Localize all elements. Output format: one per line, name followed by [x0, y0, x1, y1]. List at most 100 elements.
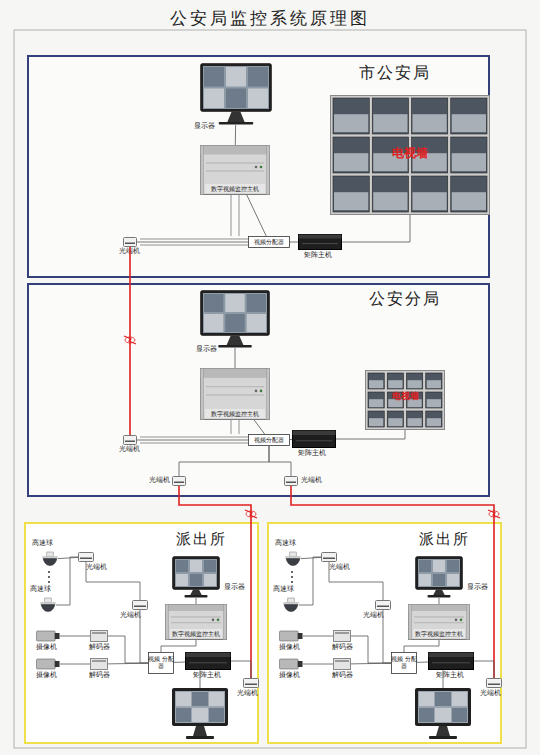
host-led	[260, 166, 263, 169]
wall-screen-image	[369, 418, 383, 426]
optic-case	[79, 553, 94, 562]
wall-screen	[451, 98, 487, 134]
device-label: 高速球	[273, 586, 294, 593]
device-label: 显示器	[194, 123, 215, 130]
matrix-case	[429, 653, 474, 670]
device-label: 光端机	[363, 612, 384, 619]
decoder-case	[334, 631, 351, 642]
host-case	[201, 369, 270, 420]
monitor-stand	[433, 590, 445, 596]
wall-screen-image	[388, 380, 402, 388]
monitor-frame	[201, 64, 272, 112]
optic-slot	[134, 606, 146, 608]
monitor-base	[218, 345, 252, 348]
splitter-label: 视频分配器	[248, 437, 290, 443]
monitor-screen	[203, 66, 269, 109]
splitter-case	[249, 237, 290, 248]
device-icon	[132, 600, 148, 610]
wall-screen-image	[452, 153, 486, 171]
wall-screen	[372, 98, 408, 134]
monitor-cell	[176, 560, 188, 572]
dome-mount	[288, 598, 294, 602]
optical-transceiver-node: 光端机	[284, 476, 298, 486]
device-label: 高速球	[32, 540, 53, 547]
monitor-cell	[247, 314, 266, 332]
dome-ball	[43, 557, 57, 566]
host-ear	[166, 605, 169, 640]
device-label: 光端机	[119, 248, 140, 255]
monitor-node: 显示器	[172, 556, 220, 598]
host-led	[460, 619, 463, 622]
monitor-cell	[419, 574, 431, 586]
monitor-base	[427, 595, 450, 598]
video-wall-node: 电视墙	[365, 370, 445, 430]
device-label: 矩阵主机	[304, 252, 332, 259]
device-icon	[375, 600, 391, 610]
device-label: 显示器	[224, 584, 245, 591]
dvr-host-node: 数字视频监控主机	[165, 604, 227, 640]
dome-ball	[286, 557, 300, 566]
dome-ring	[286, 556, 301, 558]
device-icon	[285, 552, 301, 566]
wall-screen-image	[373, 192, 407, 210]
device-label: 矩阵主机	[436, 672, 464, 679]
speed-dome-node: 高速球	[285, 552, 301, 566]
monitor-node: 显示器	[200, 290, 270, 348]
optic-slot	[80, 558, 92, 560]
speed-dome-node: 高速球	[283, 598, 299, 612]
splitter-case	[249, 435, 290, 446]
wall-frame	[366, 371, 445, 430]
device-icon	[428, 652, 474, 670]
device-label: 光端机	[119, 446, 140, 453]
link-symbol-ring	[246, 511, 256, 517]
device-icon	[298, 234, 342, 250]
monitor-cell	[447, 574, 459, 586]
device-label: 显示器	[196, 346, 217, 353]
dome-ring	[41, 602, 56, 604]
optic-slot	[377, 606, 389, 608]
region-heading: 公安分局	[369, 291, 441, 307]
host-ear	[224, 605, 227, 640]
host-label: 数字视频监控主机	[165, 631, 227, 637]
monitor-cell	[433, 560, 445, 572]
station-box: 派出所高速球高速球光端机显示器光端机数字视频监控主机摄像机解码器摄像机解码器视频…	[24, 522, 259, 744]
device-icon	[36, 658, 60, 670]
decoder-case	[91, 631, 108, 642]
optical-transceiver-node: 光端机	[78, 552, 94, 562]
matrix-host-node: 矩阵主机	[185, 652, 231, 670]
device-icon	[200, 290, 270, 348]
device-icon	[284, 476, 298, 486]
device-icon	[200, 63, 272, 125]
wall-screen	[407, 373, 423, 389]
video-splitter-node: 视频 分配器	[391, 652, 417, 674]
device-icon	[486, 678, 502, 688]
host-label: 数字视频监控主机	[200, 186, 270, 192]
dvr-host-node: 数字视频监控主机	[200, 145, 270, 195]
optic-case	[124, 436, 137, 445]
wall-screen	[368, 411, 384, 427]
wall-screen	[333, 98, 369, 134]
matrix-top	[299, 235, 342, 239]
region-heading: 市公安局	[359, 65, 431, 81]
device-icon	[333, 658, 351, 670]
optic-slot	[245, 684, 257, 686]
device-label: 光端机	[329, 564, 350, 571]
host-ear	[201, 146, 204, 195]
wall-screen-image	[452, 192, 486, 210]
host-top	[409, 605, 470, 611]
matrix-panel-line	[296, 440, 332, 441]
device-icon	[123, 237, 137, 247]
dome-mount	[47, 552, 53, 556]
video-splitter-node: 视频 分配器	[148, 652, 174, 674]
device-icon	[90, 658, 108, 670]
decoder-case	[91, 659, 108, 670]
device-icon	[283, 598, 299, 612]
camera-lens	[298, 633, 303, 639]
wall-screen	[407, 411, 423, 427]
device-label: 高速球	[275, 540, 296, 547]
device-icon	[172, 476, 186, 486]
camera-lens	[55, 661, 60, 667]
wall-screen-image	[452, 114, 486, 132]
wall-screen	[426, 392, 442, 408]
camera-node: 摄像机	[36, 630, 60, 642]
